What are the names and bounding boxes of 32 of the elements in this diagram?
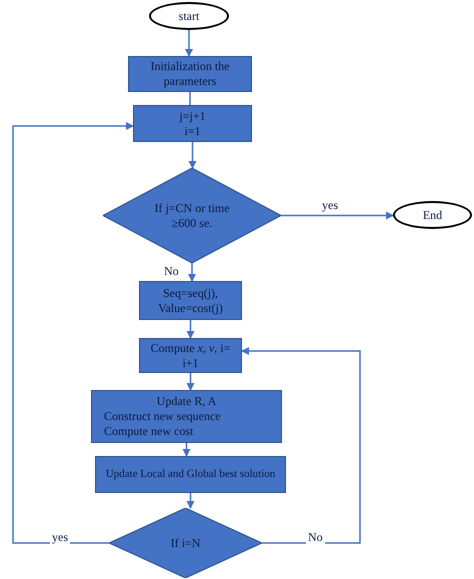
decision-diamond bbox=[103, 168, 281, 263]
node-text: Compute x, v, i= i+1 bbox=[150, 340, 232, 370]
node-text: Initialization the parameters bbox=[150, 59, 230, 89]
arrow bbox=[188, 142, 196, 169]
node-text: If j=CN or time ≥600 se. bbox=[153, 200, 231, 230]
process-box bbox=[139, 281, 242, 320]
arrow bbox=[188, 263, 196, 282]
node-text: Compute new cost bbox=[103, 424, 194, 439]
node-text: End bbox=[422, 208, 442, 222]
process-box bbox=[95, 456, 286, 493]
process-box bbox=[91, 390, 282, 443]
arrow bbox=[12, 122, 134, 544]
arrow bbox=[281, 212, 394, 220]
arrow bbox=[185, 30, 193, 57]
arrow bbox=[182, 443, 190, 457]
process-box bbox=[128, 56, 252, 92]
node-text: Update R, A bbox=[156, 394, 216, 409]
arrow bbox=[186, 493, 194, 509]
node-text: Construct new sequence bbox=[103, 409, 221, 424]
process-box bbox=[139, 338, 242, 373]
edge-label: No bbox=[162, 264, 181, 278]
decision-diamond bbox=[109, 508, 262, 578]
edge-label: No bbox=[306, 530, 325, 544]
node-text: Seq=seq(j), Value=cost(j) bbox=[157, 286, 224, 316]
arrow bbox=[241, 347, 361, 544]
node-text: Update Local and Global best solution bbox=[106, 467, 276, 482]
node-text: start bbox=[178, 8, 200, 24]
arrow bbox=[186, 373, 194, 391]
node-text: j=j+1 i=1 bbox=[178, 108, 207, 138]
process-box bbox=[133, 105, 252, 142]
node-text: If i=N bbox=[170, 536, 200, 550]
arrow bbox=[186, 320, 194, 339]
